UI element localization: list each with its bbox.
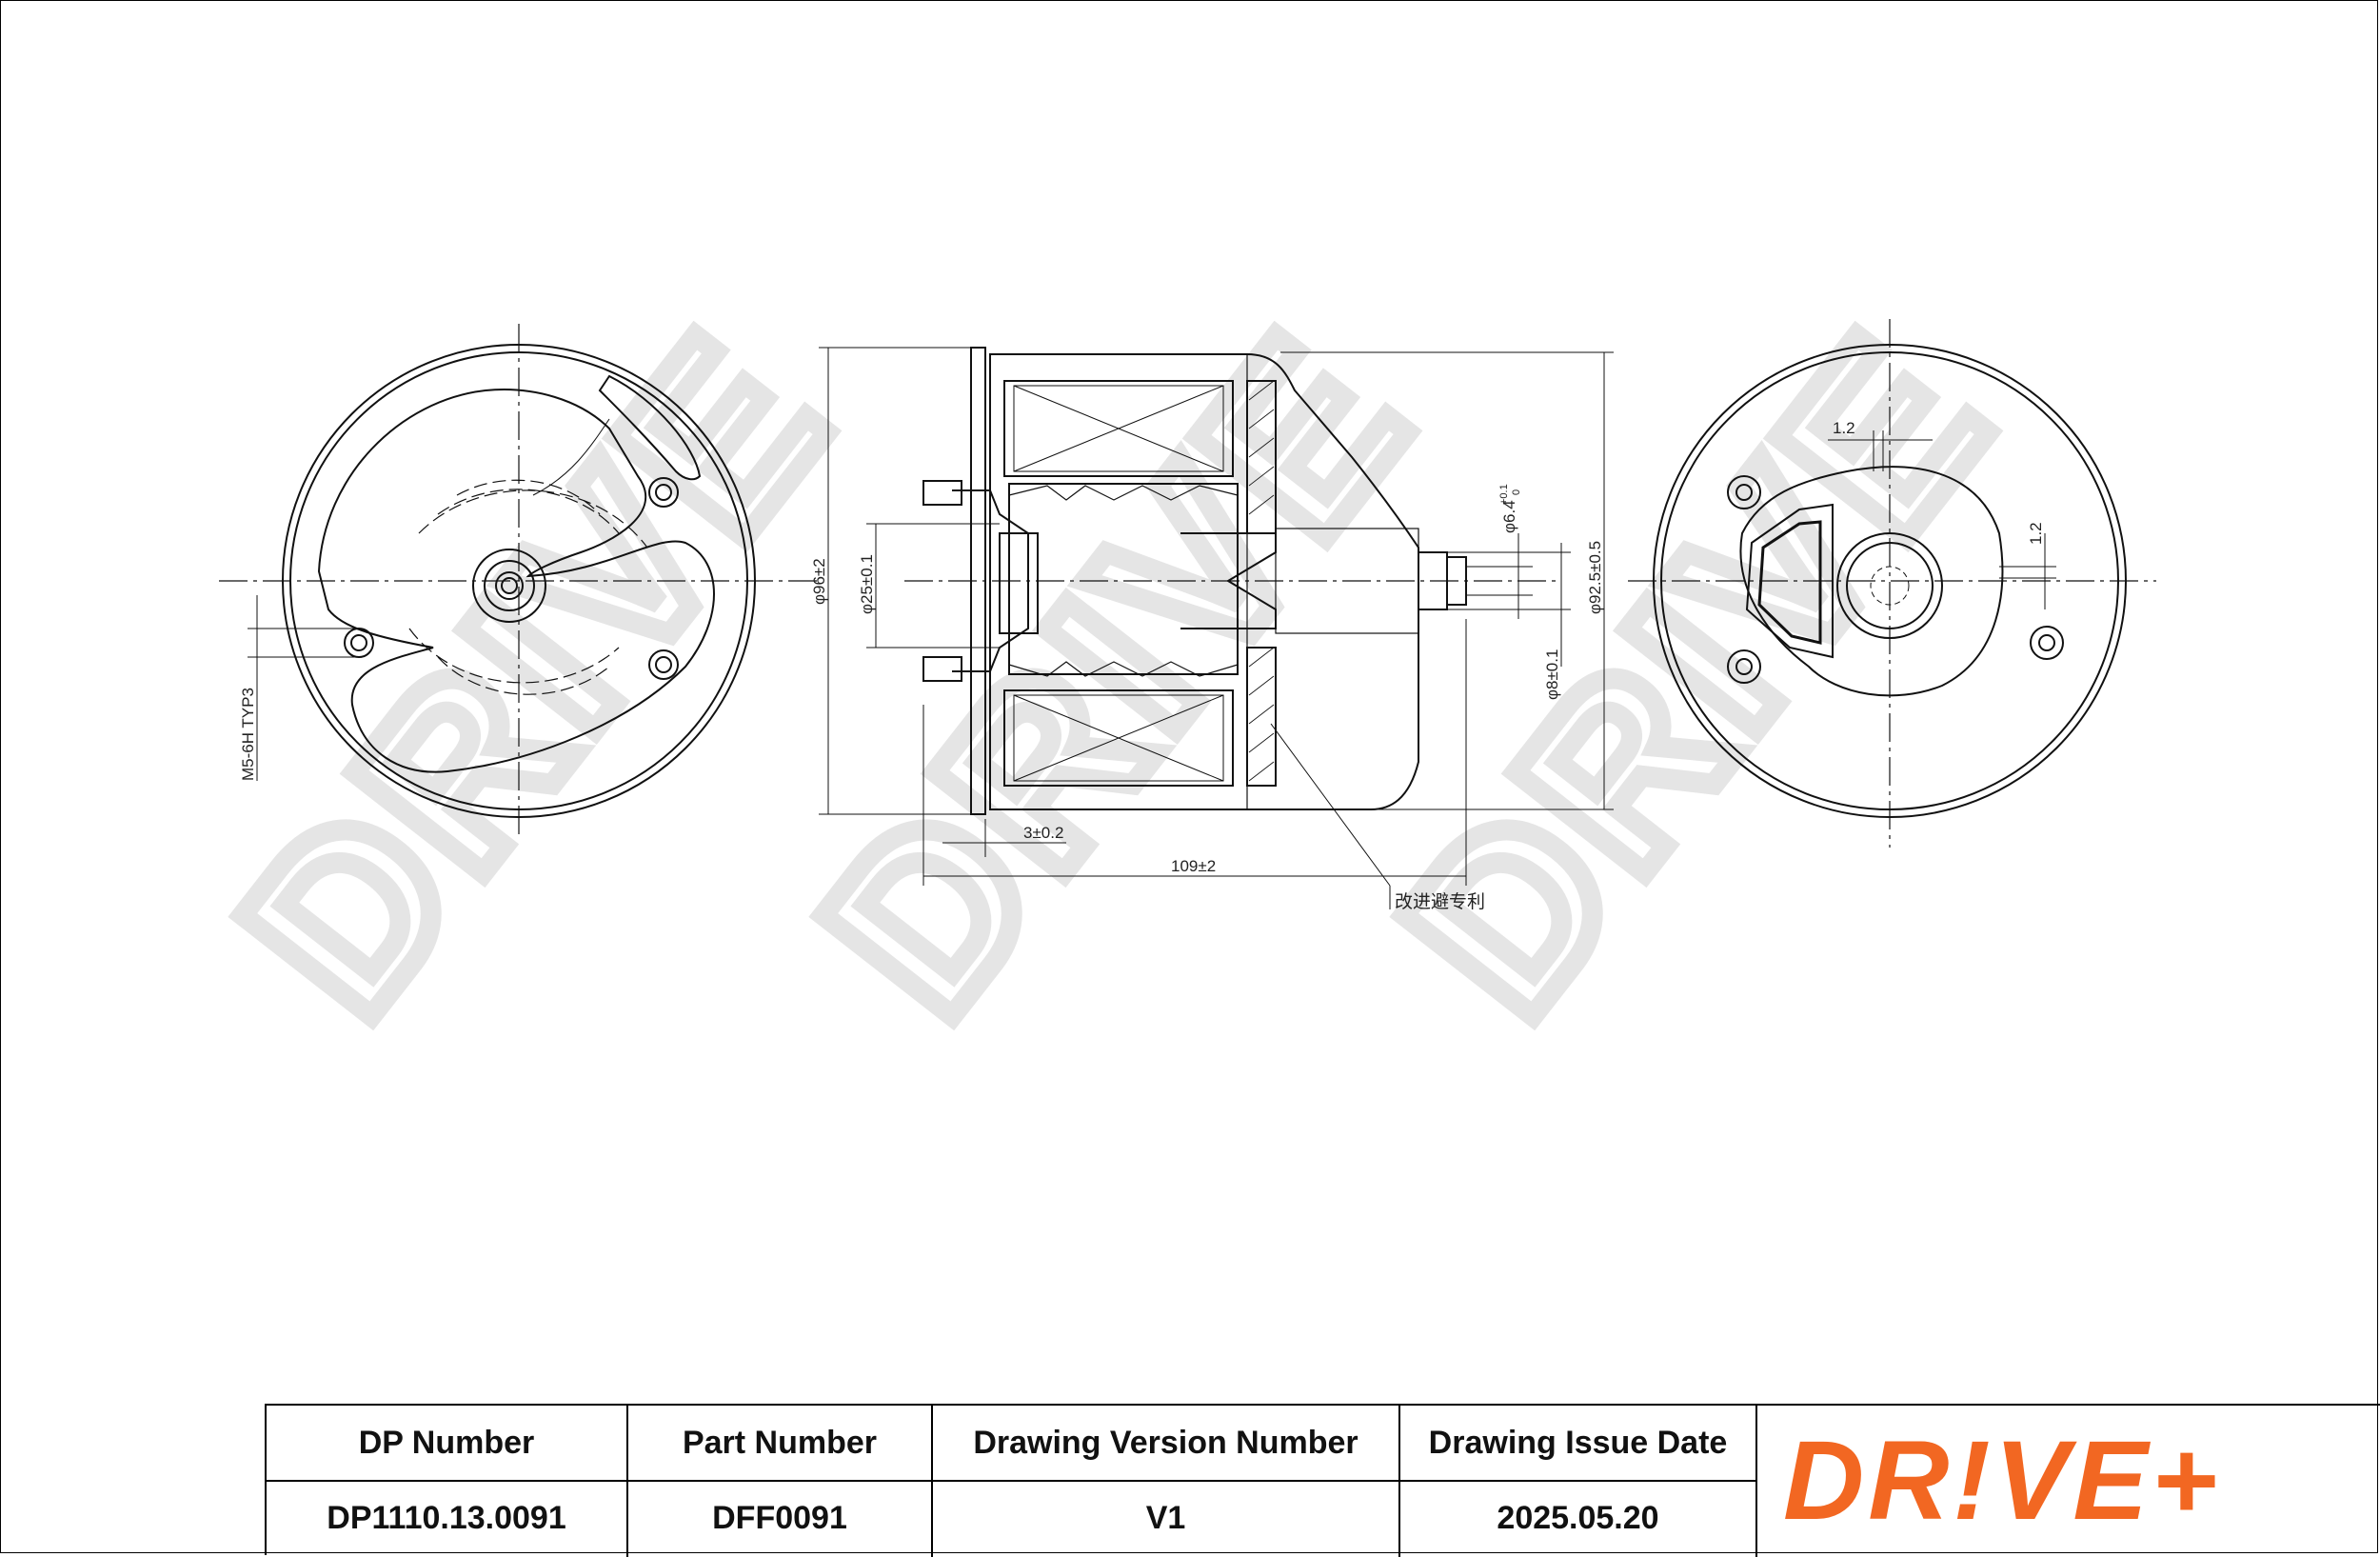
thread-label: M5-6H TYP3 (239, 688, 257, 781)
title-block-separator (1755, 1406, 1757, 1557)
svg-text:DRIVE: DRIVE (773, 285, 1459, 1059)
right-view (1628, 319, 2156, 848)
part-number-header: Part Number (682, 1424, 878, 1461)
technical-drawing: DRIVE DRIVE DRIVE M5-6H TYP3 (182, 274, 2156, 1070)
drive-logo: DR!VE+ (1757, 1406, 2380, 1555)
patent-note: 改进避专利 (1395, 891, 1485, 912)
dp-number-value: DP1110.13.0091 (327, 1500, 566, 1536)
side-view (819, 347, 1614, 909)
drawing-version-header: Drawing Version Number (973, 1424, 1359, 1461)
overall-length-label: 109±2 (1171, 857, 1216, 875)
drawing-version-value: V1 (1145, 1500, 1186, 1536)
svg-text:DRIVE: DRIVE (192, 285, 879, 1059)
title-block-separator (931, 1406, 933, 1557)
nipple-tol-upper: +0.1 (1498, 484, 1510, 505)
drawing-issue-date-value: 2025.05.20 (1497, 1500, 1659, 1536)
title-block-divider (267, 1480, 1756, 1482)
drive-logo-mark: DR!VE+ (1783, 1424, 2221, 1538)
nipple-tol-lower: 0 (1511, 489, 1522, 495)
inner-port-label: φ25±0.1 (858, 554, 876, 614)
part-number-value: DFF0091 (712, 1500, 847, 1536)
title-block-separator (626, 1406, 628, 1557)
outlet-diameter-label: φ8±0.1 (1543, 649, 1561, 700)
flange-offset-label: 3±0.2 (1023, 824, 1063, 842)
outer-diameter-label: φ96±2 (810, 558, 828, 605)
gap-side-label: 1.2 (2027, 522, 2045, 545)
nipple-diameter-label: φ6.4 (1500, 500, 1518, 533)
title-block-separator (1398, 1406, 1400, 1557)
drive-logo-text: DR!VE+ (1783, 1424, 2221, 1538)
watermark: DRIVE DRIVE DRIVE (182, 274, 2051, 1069)
left-view (219, 324, 819, 838)
drawing-issue-date-header: Drawing Issue Date (1428, 1424, 1728, 1461)
title-block: DP Number Part Number Drawing Version Nu… (265, 1404, 2380, 1557)
body-diameter-label: φ92.5±0.5 (1586, 541, 1604, 614)
gap-top-label: 1.2 (1833, 419, 1855, 437)
svg-text:DRIVE: DRIVE (1354, 285, 2040, 1059)
dp-number-header: DP Number (358, 1424, 535, 1461)
